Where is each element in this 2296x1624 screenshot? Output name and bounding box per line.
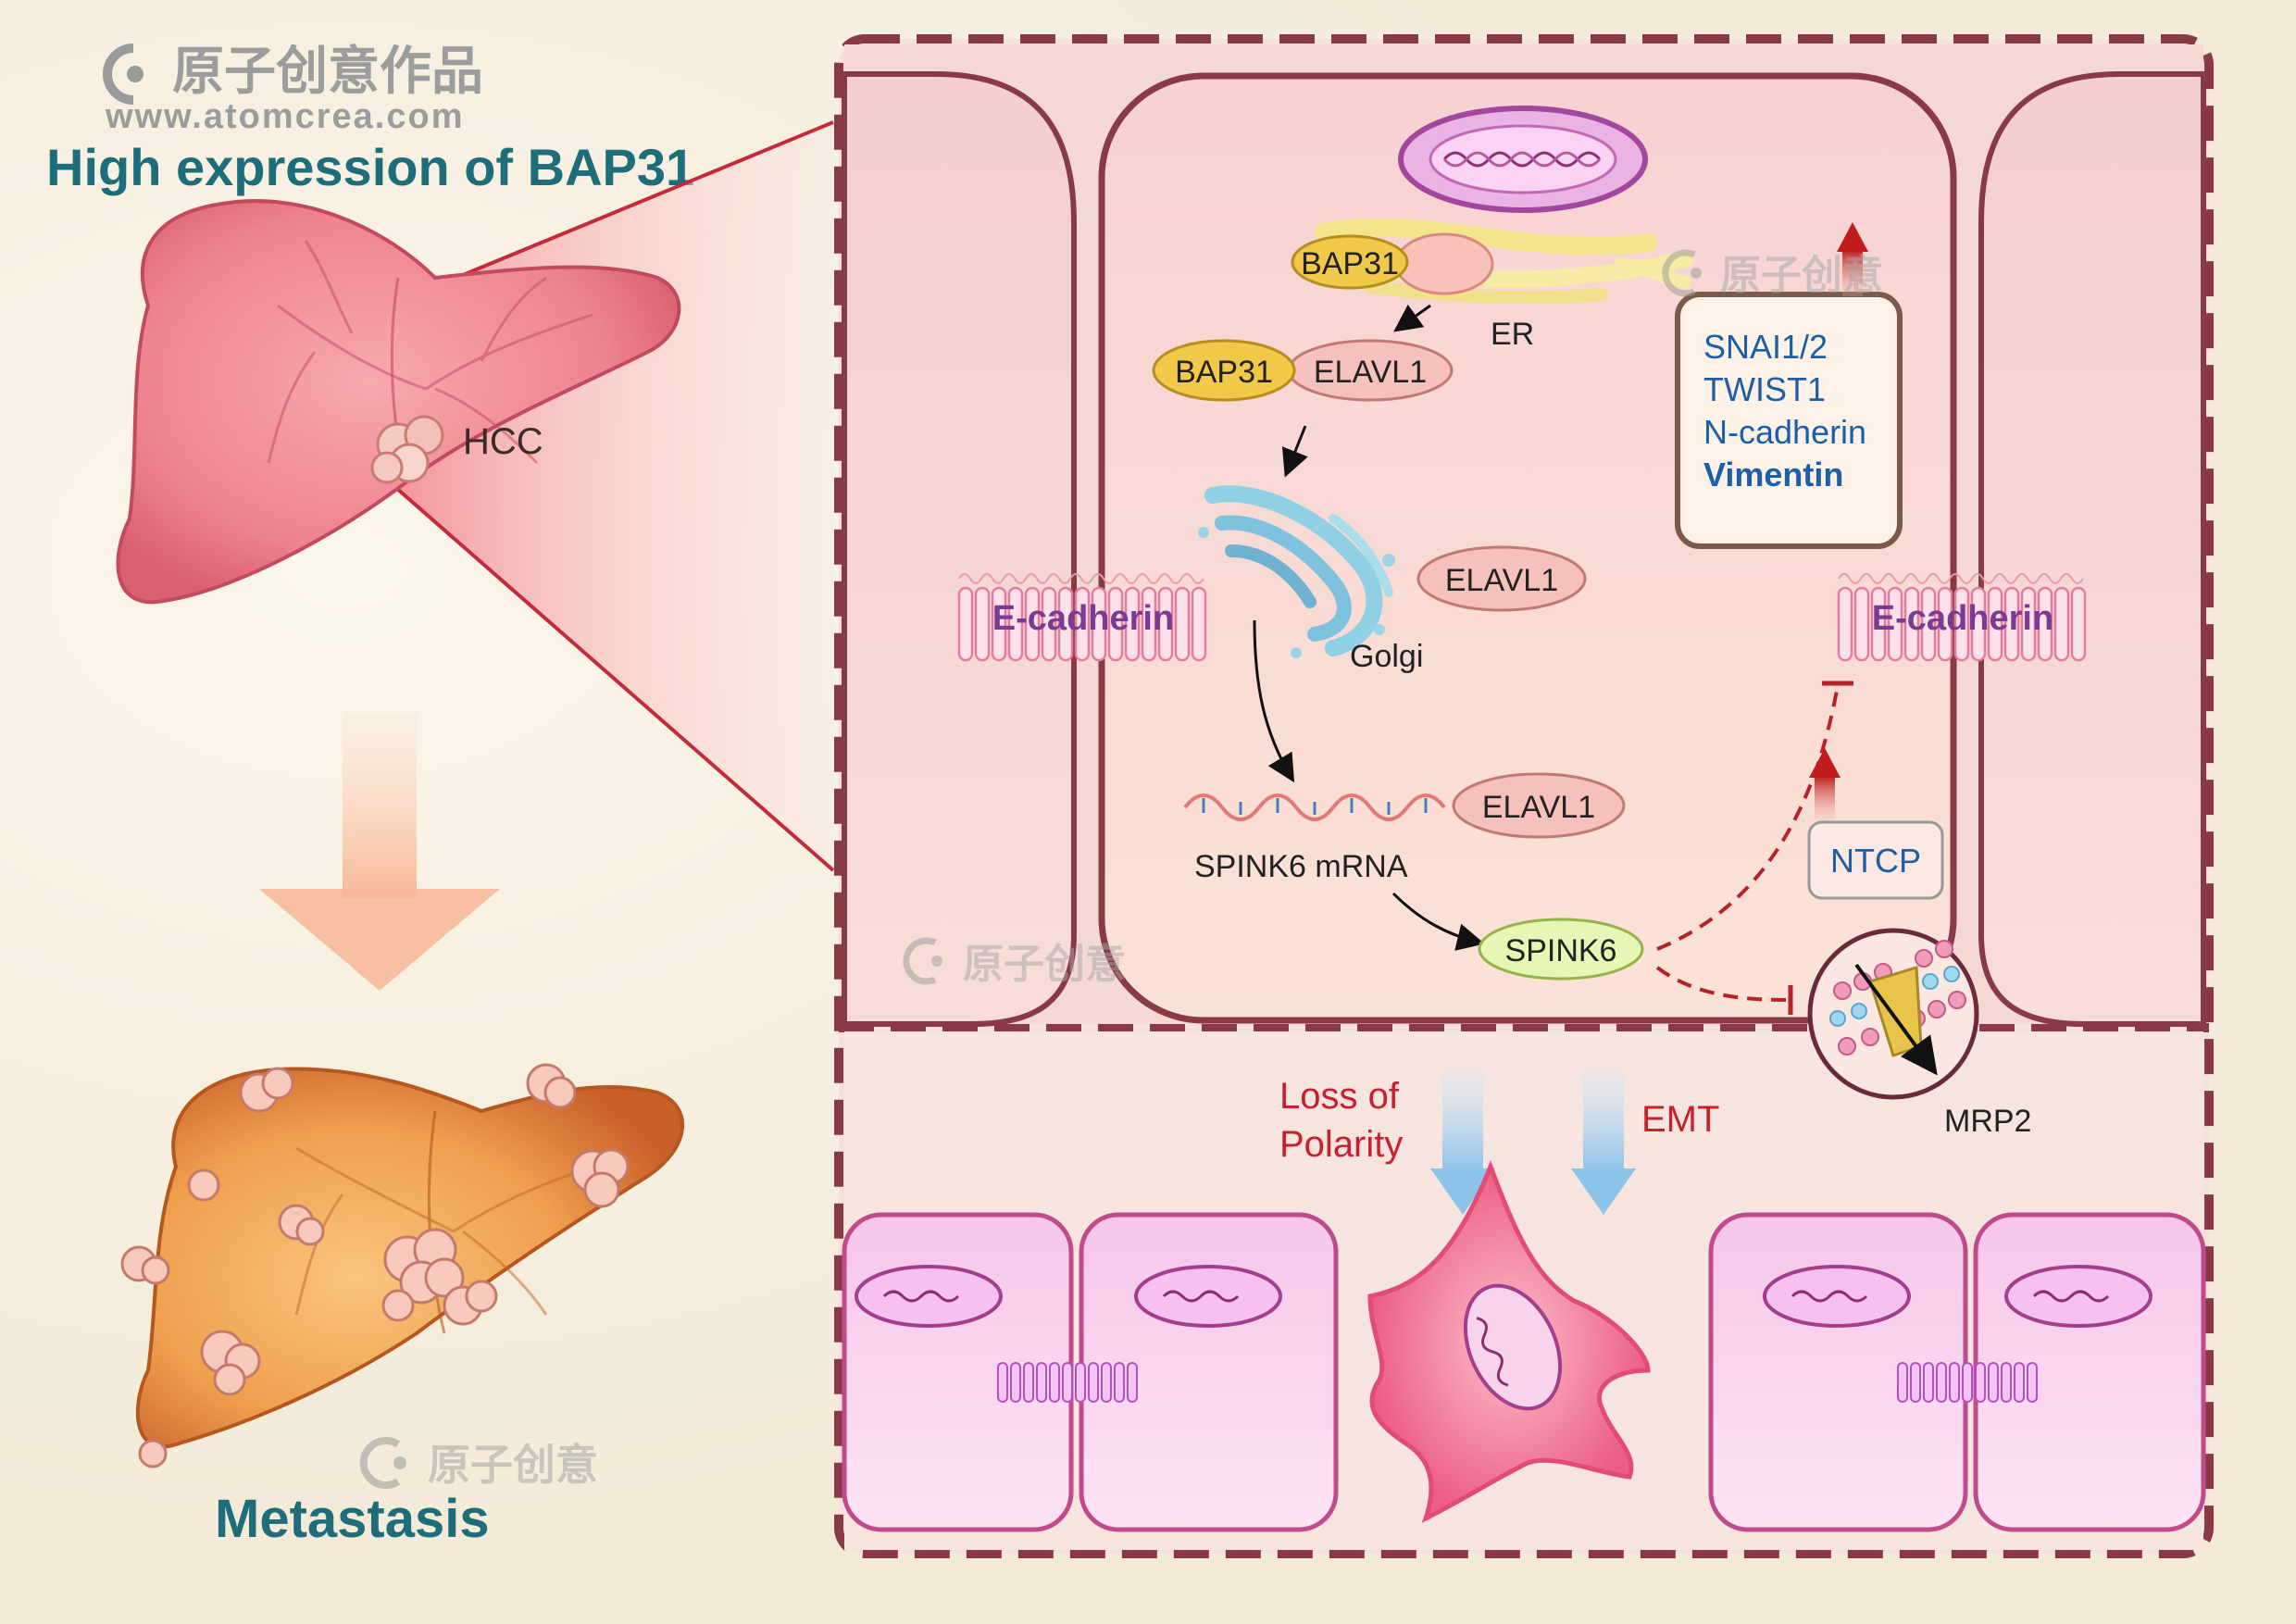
e-cadherin-junction-left xyxy=(957,573,1207,662)
emt-label: EMT xyxy=(1641,1099,1719,1140)
polar-cell-2 xyxy=(1079,1212,1339,1532)
golgi-apparatus xyxy=(1198,485,1395,658)
ecadherin-right-label: E-cadherin xyxy=(1872,599,2053,638)
watermark-small-center: 原子创意 xyxy=(903,937,1126,987)
elavl1-mrna-label: ELAVL1 xyxy=(1482,790,1595,825)
watermark-small-left: 原子创意 xyxy=(359,1437,598,1489)
bap31-on-er xyxy=(1291,234,1409,290)
right-neighbor-cell xyxy=(1978,71,2206,1027)
er-label: ER xyxy=(1491,317,1534,352)
golgi-label: Golgi xyxy=(1350,639,1423,674)
er-pore xyxy=(1394,232,1494,295)
inhibit-ecadherin-line xyxy=(1656,684,1840,951)
elavl1-complex-label: ELAVL1 xyxy=(1314,355,1427,390)
watermark-small-cell: 原子创意 xyxy=(1662,249,1883,298)
watermark-short-3: 原子创意 xyxy=(963,942,1126,987)
zoom-beam-edge-bottom xyxy=(387,480,835,872)
polar-cell-3 xyxy=(1708,1212,1968,1532)
marker-snai: SNAI1/2 xyxy=(1703,328,1828,366)
marker-n-cadherin: N-cadherin xyxy=(1703,413,1866,451)
upregulation-arrow-stem-2 xyxy=(1815,776,1835,822)
liver-metastasis xyxy=(120,1063,684,1468)
ntcp-label: NTCP xyxy=(1830,842,1921,880)
tumor-hcc xyxy=(370,415,444,484)
metastatic-tumors xyxy=(120,1063,630,1468)
ntcp-box xyxy=(1807,820,1944,900)
left-neighbor-cell xyxy=(842,71,1077,1027)
elavl1-golgi-label: ELAVL1 xyxy=(1445,563,1558,598)
junction-bottom-right xyxy=(1897,1362,2038,1403)
hcc-label: HCC xyxy=(463,421,543,462)
marker-twist1: TWIST1 xyxy=(1703,370,1826,408)
mesenchymal-cell xyxy=(1367,1160,1651,1523)
loss-of-polarity-line1: Loss of xyxy=(1279,1076,1400,1117)
metastasis-label: Metastasis xyxy=(215,1489,490,1549)
e-cadherin-junction-right xyxy=(1837,573,2087,662)
liver-hcc xyxy=(116,199,681,605)
watermark-brand: 原子创意作品 xyxy=(172,42,483,100)
upregulation-arrow-stem-1 xyxy=(1842,250,1863,296)
bap31-er-label: BAP31 xyxy=(1301,246,1399,281)
arrow-complex-to-golgi xyxy=(1281,425,1308,478)
watermark-short-2: 原子创意 xyxy=(1720,253,1883,298)
arrow-er-to-complex xyxy=(1393,304,1431,332)
elavl1-mrna xyxy=(1452,772,1626,839)
down-arrow xyxy=(259,713,500,991)
left-title: High expression of BAP31 xyxy=(46,138,694,196)
emt-marker-box xyxy=(1675,292,1903,549)
ecadherin-left-label: E-cadherin xyxy=(992,599,1174,638)
blue-arrow-right xyxy=(1571,1069,1636,1215)
bap31-complex-label: BAP31 xyxy=(1175,355,1273,390)
arrow-golgi-to-mrna xyxy=(1253,619,1295,783)
watermark-short-1: 原子创意 xyxy=(428,1441,598,1489)
watermark-url: www.atomcrea.com xyxy=(105,97,465,136)
spink6-protein xyxy=(1478,918,1644,981)
spink6-mrna-strand xyxy=(1183,793,1446,821)
mrp2-label: MRP2 xyxy=(1944,1104,2031,1139)
arrow-mrna-to-spink6 xyxy=(1391,892,1485,951)
bap31-elavl1-complex xyxy=(1152,339,1454,402)
blue-arrow-left xyxy=(1430,1069,1495,1215)
mrp2-transporter xyxy=(1807,928,1979,1100)
spink6-label: SPINK6 xyxy=(1505,933,1617,968)
polar-cell-4 xyxy=(1973,1212,2206,1532)
mrna-label: SPINK6 mRNA xyxy=(1194,849,1408,884)
watermark-icon xyxy=(103,44,144,105)
upregulation-arrow-head-2 xyxy=(1809,748,1841,778)
upregulation-arrow-head-1 xyxy=(1837,222,1868,252)
marker-vimentin: Vimentin xyxy=(1703,456,1843,493)
loss-of-polarity-line2: Polarity xyxy=(1279,1124,1403,1165)
polar-cell-1 xyxy=(842,1212,1074,1532)
elavl1-golgi xyxy=(1416,545,1587,612)
junction-bottom-left xyxy=(997,1362,1138,1403)
watermark-logo: 原子创意作品 www.atomcrea.com xyxy=(103,42,483,136)
nucleus-dna xyxy=(1398,106,1648,213)
